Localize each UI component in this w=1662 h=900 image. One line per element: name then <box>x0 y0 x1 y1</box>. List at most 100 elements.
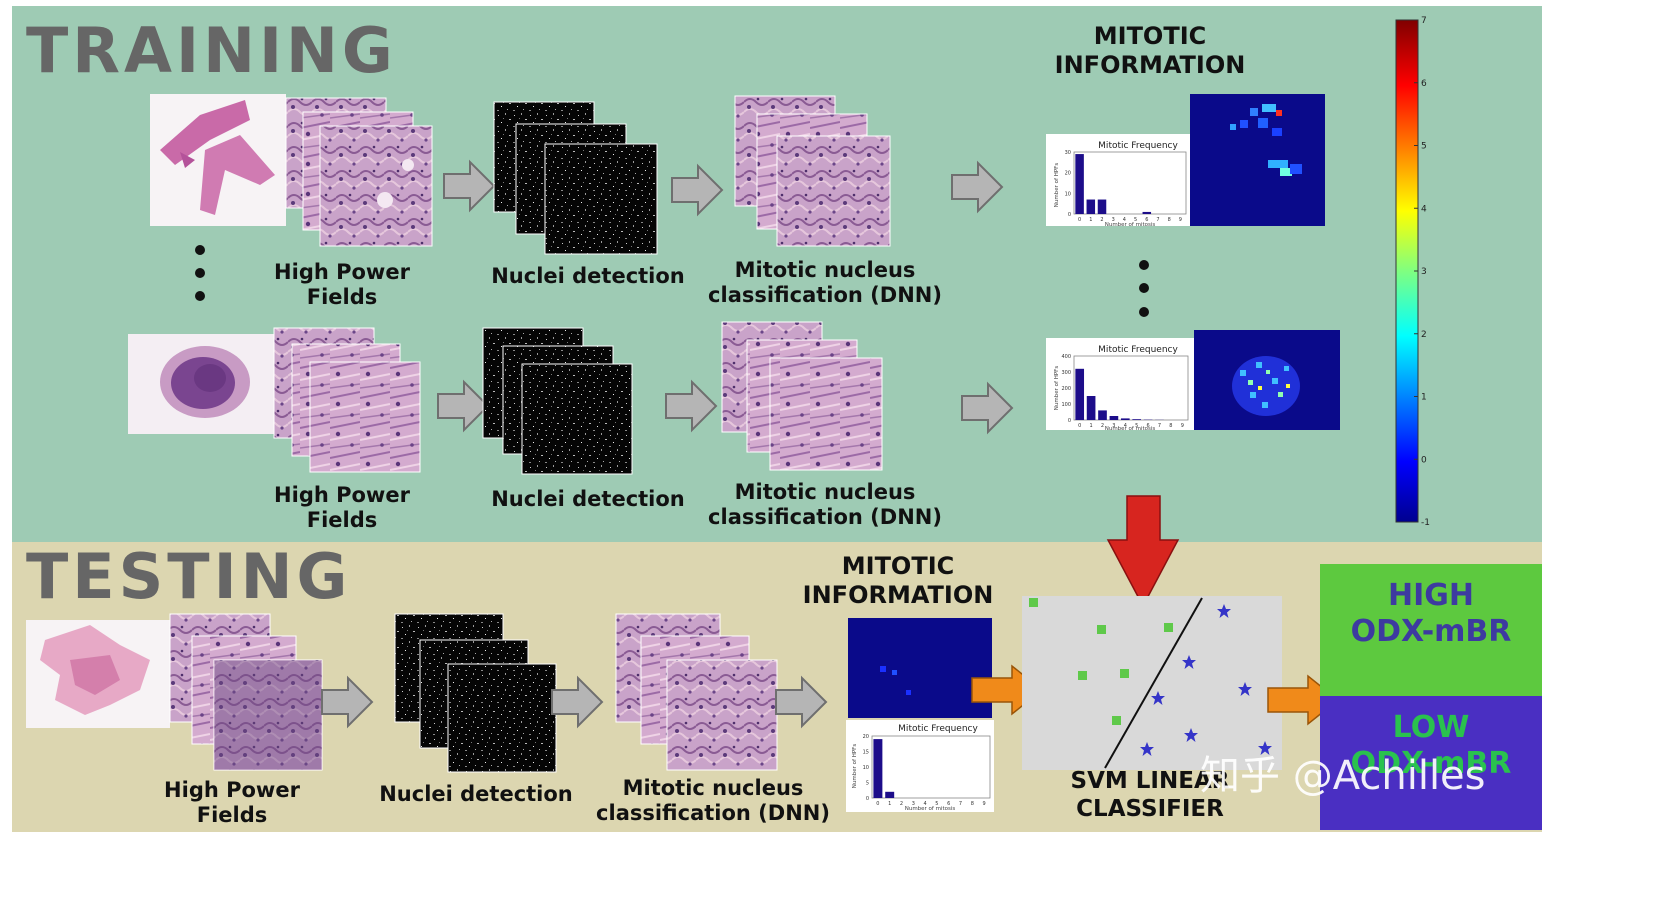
histogram-title: Mitotic Frequency <box>1098 141 1178 151</box>
histogram-xtick: 0 <box>1078 217 1081 223</box>
histogram-bar <box>1075 369 1084 420</box>
histogram-xtick: 3 <box>1112 423 1115 429</box>
histogram-xtick: 5 <box>1135 423 1138 429</box>
hpf-label-test: High Power Fields <box>146 778 318 828</box>
heatmap-2 <box>1194 330 1340 430</box>
ellipsis-icon <box>195 245 205 301</box>
histogram-xtick: 8 <box>971 801 974 807</box>
histogram-xtick: 5 <box>935 801 938 807</box>
histogram-ytick: 100 <box>1061 402 1071 408</box>
histogram-xtick: 4 <box>924 801 927 807</box>
histogram-1: Mitotic Frequency Number of mitosis Numb… <box>1046 134 1190 228</box>
histogram-xtick: 7 <box>1158 423 1161 429</box>
histogram-ytick: 20 <box>1065 171 1071 177</box>
histogram-ytick: 300 <box>1061 370 1071 376</box>
histogram-test: Mitotic Frequency Number of mitosis Numb… <box>846 720 994 812</box>
histogram-ytick: 10 <box>863 765 869 771</box>
histogram-bar <box>1098 410 1107 420</box>
histogram-bar <box>1110 416 1119 420</box>
mitotic-label-1: Mitotic nucleus classification (DNN) <box>694 258 956 308</box>
histogram-xtick: 7 <box>959 801 962 807</box>
histogram-ytick: 0 <box>1068 418 1071 424</box>
histogram-xtick: 1 <box>888 801 891 807</box>
colorbar-tick-label: 0 <box>1421 455 1427 465</box>
colorbar-tick-label: 2 <box>1421 330 1427 340</box>
histogram-ylabel: Number of HPFs <box>1054 366 1060 411</box>
svm-plot <box>1022 596 1282 770</box>
testing-title: TESTING <box>26 540 351 613</box>
histogram-xtick: 1 <box>1089 217 1092 223</box>
hpf-stack-1 <box>286 98 432 246</box>
histogram-ytick: 10 <box>1065 191 1071 197</box>
training-title: TRAINING <box>26 14 397 87</box>
histogram-xtick: 0 <box>1078 423 1081 429</box>
nuclei-label-test: Nuclei detection <box>366 782 586 807</box>
histogram-bar <box>1087 200 1096 214</box>
histogram-xtick: 0 <box>876 801 879 807</box>
histogram-xtick: 6 <box>1145 217 1148 223</box>
histogram-ytick: 30 <box>1065 150 1071 156</box>
histogram-xtick: 8 <box>1168 217 1171 223</box>
slide-thumbnail-1 <box>150 94 286 226</box>
nuclei-label-2: Nuclei detection <box>480 487 696 512</box>
colorbar-tick-label: 5 <box>1421 142 1427 152</box>
colorbar-tick-label: 4 <box>1421 204 1427 214</box>
ellipsis-icon <box>1139 260 1149 317</box>
histogram-ytick: 20 <box>863 734 869 740</box>
slide-thumbnail-2 <box>128 334 274 434</box>
colorbar-tick-label: 1 <box>1421 393 1427 403</box>
histogram-bar <box>885 792 894 798</box>
slide-thumbnail-test <box>26 620 170 728</box>
histogram-title: Mitotic Frequency <box>1098 345 1178 355</box>
histogram-xtick: 7 <box>1156 217 1159 223</box>
mitotic-stack-1 <box>735 96 890 246</box>
histogram-title: Mitotic Frequency <box>898 724 978 734</box>
histogram-ytick: 5 <box>866 781 869 787</box>
histogram-ylabel: Number of HPFs <box>852 744 858 789</box>
hpf-stack-2 <box>274 328 420 472</box>
histogram-bar <box>1132 419 1141 420</box>
histogram-bar <box>873 739 882 798</box>
histogram-ytick: 400 <box>1061 354 1071 360</box>
hpf-label-2: High Power Fields <box>256 483 428 533</box>
watermark: 知乎 @Achilles <box>1200 752 1540 800</box>
nuclei-stack-2 <box>483 328 632 474</box>
histogram-bar <box>1121 418 1130 420</box>
histogram-bar <box>1075 154 1084 214</box>
histogram-xtick: 2 <box>1101 423 1104 429</box>
histogram-bar <box>1087 396 1096 420</box>
histogram-xtick: 3 <box>1112 217 1115 223</box>
histogram-bar <box>1098 200 1107 214</box>
histogram-xtick: 6 <box>1147 423 1150 429</box>
histogram-2: Mitotic Frequency Number of mitosis Numb… <box>1046 338 1194 432</box>
colorbar-tick-label: -1 <box>1421 518 1430 528</box>
mitotic-info-title-test: MITOTIC INFORMATION <box>782 552 1014 610</box>
histogram-xtick: 2 <box>1100 217 1103 223</box>
histogram-ylabel: Number of HPFs <box>1054 163 1060 208</box>
histogram-xtick: 1 <box>1090 423 1093 429</box>
histogram-xtick: 4 <box>1124 423 1127 429</box>
histogram-ytick: 0 <box>1068 212 1071 218</box>
colorbar-tick-label: 3 <box>1421 267 1427 277</box>
histogram-xtick: 6 <box>947 801 950 807</box>
histogram-ytick: 0 <box>866 796 869 802</box>
histogram-xtick: 9 <box>983 801 986 807</box>
high-class-label: HIGH ODX-mBR <box>1320 578 1542 650</box>
histogram-xtick: 2 <box>900 801 903 807</box>
heatmap-test <box>848 618 992 718</box>
nuclei-label-1: Nuclei detection <box>480 264 696 289</box>
histogram-xtick: 8 <box>1169 423 1172 429</box>
colorbar-tick-label: 6 <box>1421 79 1427 89</box>
histogram-bar <box>1143 212 1152 214</box>
mitotic-label-test: Mitotic nucleus classification (DNN) <box>582 776 844 826</box>
mitotic-label-2: Mitotic nucleus classification (DNN) <box>694 480 956 530</box>
histogram-xtick: 5 <box>1134 217 1137 223</box>
histogram-xtick: 9 <box>1179 217 1182 223</box>
histogram-ytick: 15 <box>863 750 869 756</box>
mitotic-info-title: MITOTIC INFORMATION <box>1030 22 1270 80</box>
histogram-xtick: 4 <box>1123 217 1126 223</box>
heatmap-1 <box>1190 94 1325 226</box>
histogram-xtick: 3 <box>912 801 915 807</box>
histogram-xtick: 9 <box>1181 423 1184 429</box>
